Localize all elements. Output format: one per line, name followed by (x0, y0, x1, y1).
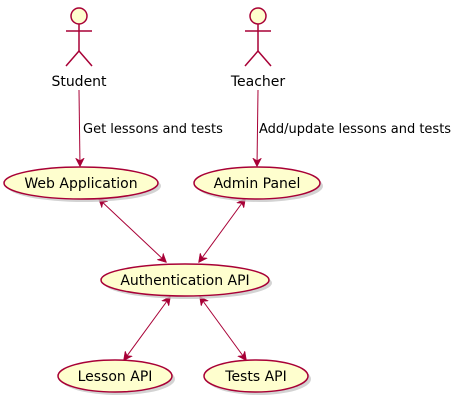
relation-student-web (79, 89, 80, 166)
stick-figure-icon (65, 7, 93, 67)
relation-auth-tests (200, 297, 246, 360)
relation-admin-auth (199, 199, 245, 262)
usecase-label-authentication-api: Authentication API (120, 273, 249, 289)
relation-teacher-admin (257, 89, 258, 166)
relations-layer: Get lessons and tests Add/update lessons… (79, 89, 451, 360)
actor-label-student: Student (51, 74, 107, 90)
relation-web-auth (99, 199, 166, 262)
actor-teacher: Teacher (230, 7, 286, 90)
usecase-label-lesson-api: Lesson API (78, 369, 153, 385)
stick-figure-icon (244, 7, 272, 67)
usecase-label-web-application: Web Application (24, 176, 137, 192)
usecase-web-application: Web Application (3, 166, 161, 202)
usecase-label-admin-panel: Admin Panel (214, 176, 301, 192)
actor-label-teacher: Teacher (230, 74, 286, 90)
relation-label-student-web: Get lessons and tests (83, 122, 223, 137)
relation-auth-lesson (124, 297, 170, 360)
usecase-authentication-api: Authentication API (100, 263, 272, 299)
usecase-label-tests-api: Tests API (224, 369, 286, 385)
usecase-tests-api: Tests API (203, 359, 311, 395)
usecase-lesson-api: Lesson API (57, 359, 175, 395)
actor-student: Student (51, 7, 107, 90)
usecase-admin-panel: Admin Panel (193, 166, 323, 202)
relation-label-teacher-admin: Add/update lessons and tests (259, 122, 451, 137)
